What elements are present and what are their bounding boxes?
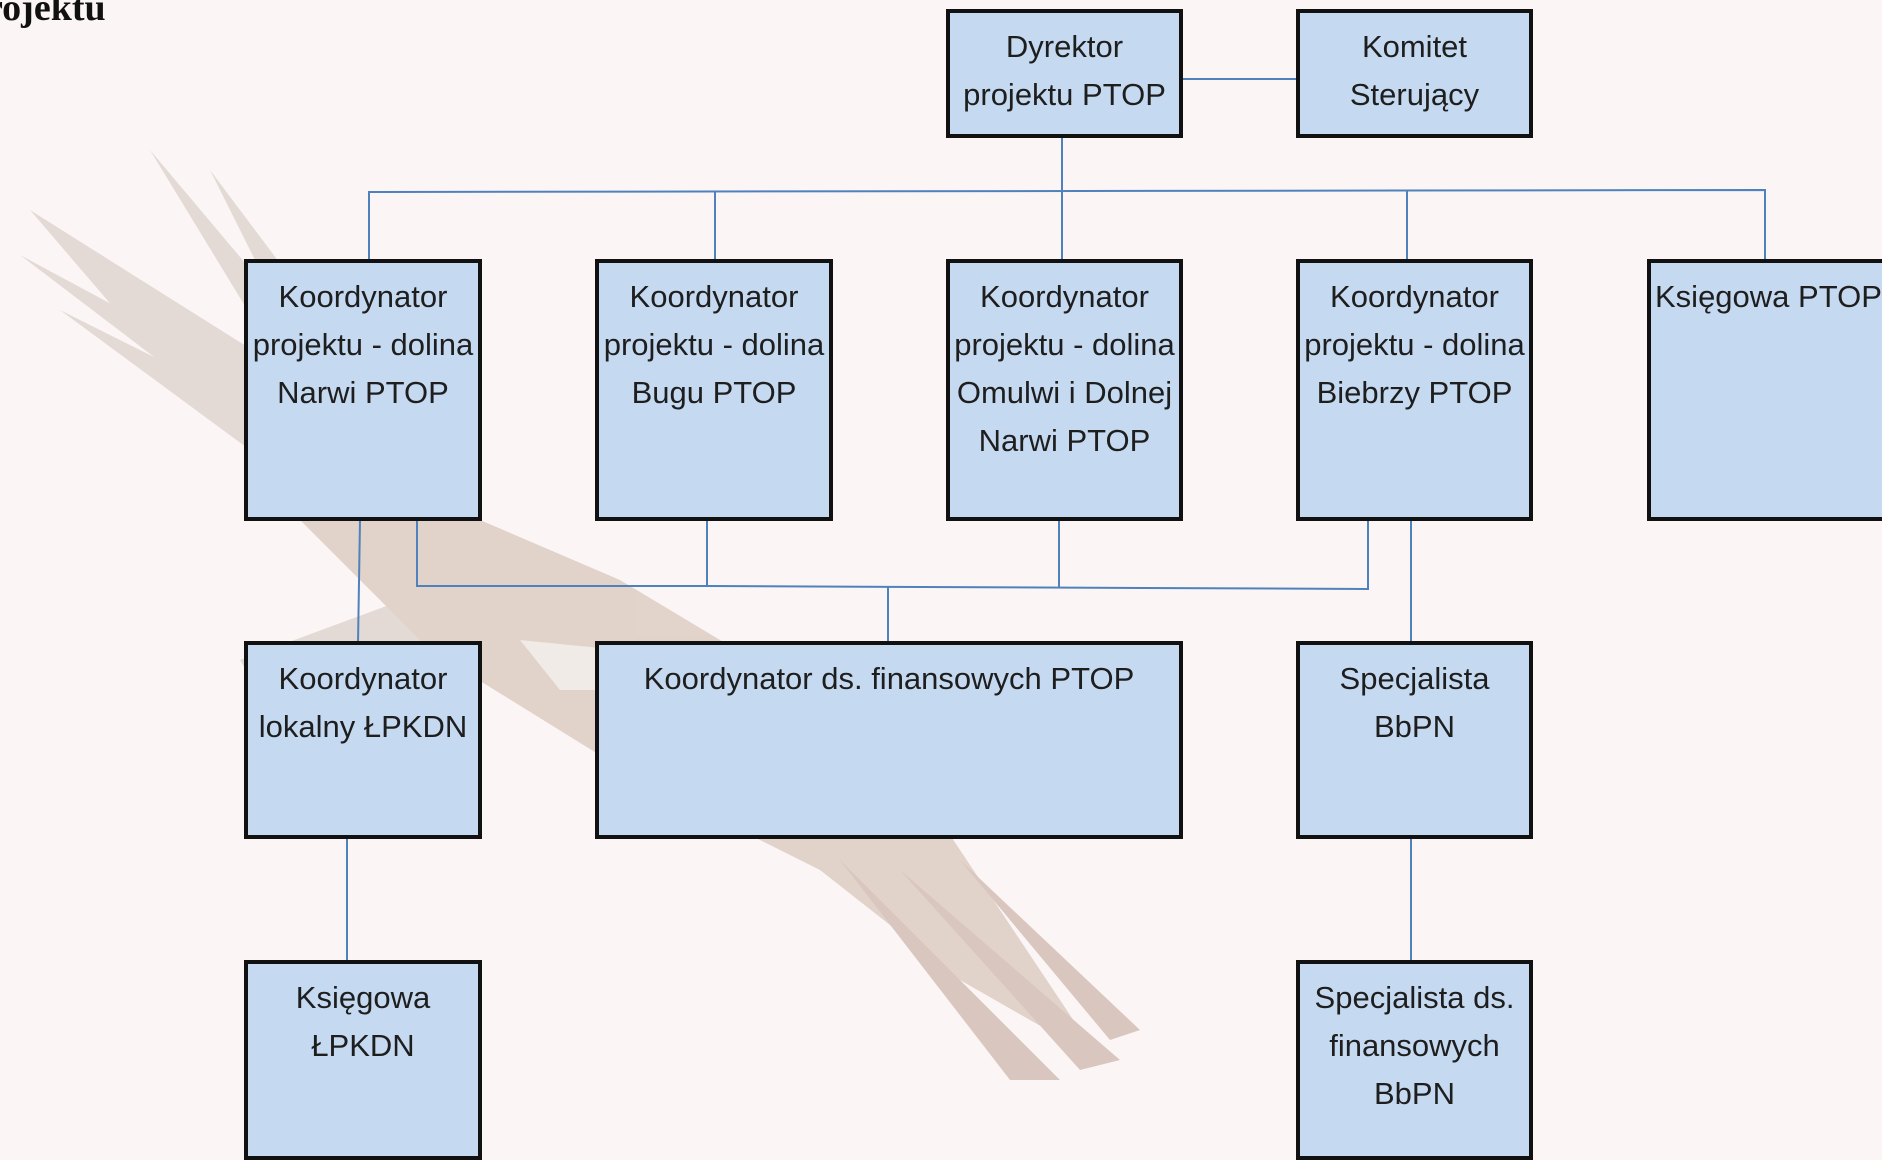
connector-top-bus [368,188,1766,262]
connector-mid-bus [416,520,1369,591]
box-koordynator-finansowy: Koordynator ds. finansowych PTOP [595,641,1183,839]
box-koordynator-omulwi: Koordynator projektu - dolina Omulwi i D… [946,259,1183,521]
box-ksiegowa-lpkdn: Księgowa ŁPKDN [244,960,482,1160]
box-dyrektor-projektu: Dyrektor projektu PTOP [946,9,1183,138]
box-koordynator-lokalny: Koordynator lokalny ŁPKDN [244,641,482,839]
box-koordynator-bugu: Koordynator projektu - dolina Bugu PTOP [595,259,833,521]
box-ksiegowa-ptop: Księgowa PTOP [1647,259,1882,521]
box-specjalista-bbpn: Specjalista BbPN [1296,641,1533,839]
box-komitet-sterujacy: Komitet Sterujący [1296,9,1533,138]
page-title: rojektu [0,0,106,29]
box-specjalista-finansowy-bbpn: Specjalista ds. finansowych BbPN [1296,960,1533,1160]
box-koordynator-narwi: Koordynator projektu - dolina Narwi PTOP [244,259,482,521]
box-koordynator-biebrzy: Koordynator projektu - dolina Biebrzy PT… [1296,259,1533,521]
connector-narwi-local [357,519,361,645]
